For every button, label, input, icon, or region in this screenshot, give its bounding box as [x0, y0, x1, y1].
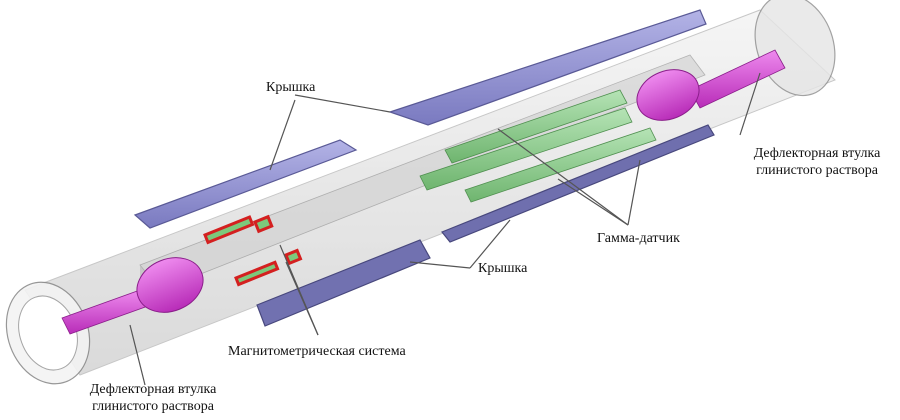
magnetometer-system	[203, 214, 303, 287]
leader-lines	[129, 72, 761, 386]
label-deflector-left: Дефлекторная втулка глинистого раствора	[78, 381, 228, 415]
housing-tube	[5, 0, 836, 385]
label-gamma-detector: Гамма-датчик	[597, 231, 680, 246]
label-deflector-left-line2: глинистого раствора	[92, 399, 214, 414]
label-magnetometer: Магнитометрическая система	[228, 344, 406, 359]
label-deflector-right: Дефлекторная втулка глинистого раствора	[742, 145, 892, 179]
cover-top	[388, 9, 707, 126]
deflector-sleeve-right	[636, 49, 786, 121]
label-deflector-right-line2: глинистого раствора	[756, 163, 878, 178]
label-cover-bottom: Крышка	[478, 261, 528, 276]
label-deflector-left-line1: Дефлекторная втулка	[89, 382, 217, 397]
cover-right-strip	[441, 124, 715, 243]
cover-bottom	[256, 239, 431, 327]
label-cover-top: Крышка	[266, 80, 316, 95]
deflector-sleeve-left	[61, 257, 204, 335]
label-deflector-right-line1: Дефлекторная втулка	[753, 146, 881, 161]
